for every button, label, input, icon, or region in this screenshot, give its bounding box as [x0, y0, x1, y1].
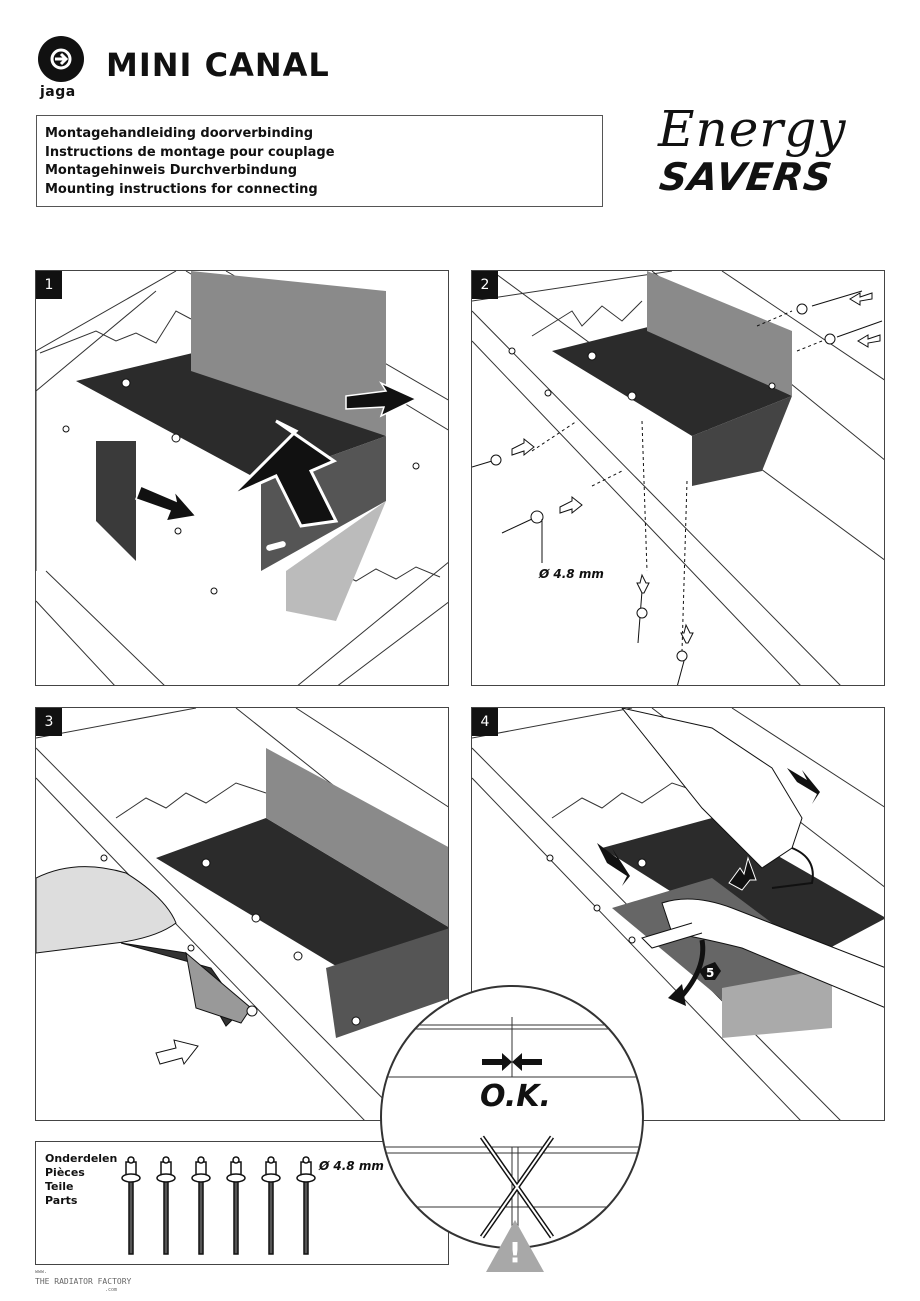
- product-title: MINI CANAL: [106, 46, 330, 84]
- instructions-title-box: Montagehandleiding doorverbinding Instru…: [36, 115, 603, 207]
- title-line-en: Mounting instructions for connecting: [45, 181, 318, 197]
- energy-savers-logo: Energy SAVERS: [648, 100, 858, 210]
- step-4-number: 4: [472, 708, 498, 736]
- footer-main-text: THE RADIATOR FACTORY: [35, 1277, 132, 1286]
- logo-text: jaga: [40, 84, 76, 100]
- rivet-icon: [226, 1156, 246, 1255]
- rivets-illustration: [121, 1156, 316, 1255]
- footer-small-text: www.: [35, 1269, 48, 1275]
- footer-suffix-text: .com: [105, 1287, 118, 1293]
- rivet-icon: [121, 1156, 141, 1255]
- warning-mark: !: [508, 1236, 522, 1269]
- step-2-panel: 2: [471, 270, 885, 686]
- step-3-panel: 3: [35, 707, 449, 1121]
- detail-zoom-circle: O.K.: [380, 985, 644, 1249]
- energy-bold-text: SAVERS: [656, 155, 836, 199]
- step-2-number: 2: [472, 271, 498, 299]
- parts-diameter-label: Ø 4.8 mm: [319, 1159, 384, 1173]
- rivet-icon: [191, 1156, 211, 1255]
- jaga-logo: jaga: [36, 36, 88, 102]
- step-2-diameter-label: Ø 4.8 mm: [539, 567, 604, 581]
- parts-label-de: Teile: [45, 1180, 74, 1193]
- title-line-nl: Montagehandleiding doorverbinding: [45, 126, 314, 141]
- warning-icon: !: [484, 1218, 546, 1274]
- rivet-icon: [296, 1156, 316, 1255]
- parts-label-fr: Pièces: [45, 1166, 85, 1179]
- step-1-number: 1: [36, 271, 62, 299]
- energy-script-text: Energy: [658, 100, 847, 158]
- footer-brand: www. THE RADIATOR FACTORY .com: [35, 1268, 131, 1295]
- title-line-de: Montagehinweis Durchverbindung: [45, 163, 298, 178]
- detail-illustration: [382, 1017, 642, 1239]
- step-3-number: 3: [36, 708, 62, 736]
- step-4-illustration: [472, 708, 884, 1120]
- step-3-illustration: [36, 708, 448, 1120]
- logo-circle-icon: [38, 36, 84, 82]
- parts-label-nl: Onderdelen: [45, 1152, 118, 1165]
- rivet-icon: [261, 1156, 281, 1255]
- logo-arrow-icon: [50, 48, 72, 70]
- step-4-rotation-label: 5: [706, 966, 715, 980]
- ok-label: O.K.: [480, 1079, 551, 1114]
- parts-label-en: Parts: [45, 1194, 78, 1207]
- parts-box: Onderdelen Pièces Teile Parts Ø 4.8 mm: [35, 1141, 449, 1265]
- step-2-illustration: [472, 271, 884, 685]
- rivet-icon: [156, 1156, 176, 1255]
- title-line-fr: Instructions de montage pour couplage: [45, 144, 335, 160]
- step-1-panel: 1: [35, 270, 449, 686]
- step-1-illustration: [36, 271, 448, 685]
